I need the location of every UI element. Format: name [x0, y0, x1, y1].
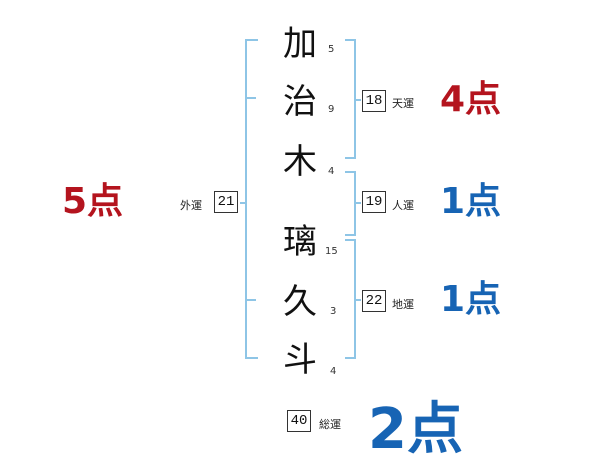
tenkaku-bracket — [345, 39, 356, 159]
name-char-2: 治 — [283, 82, 317, 122]
gaikaku-label: 外運 — [180, 199, 202, 212]
gaikaku-value-box: 21 — [214, 191, 238, 213]
name-char-1: 加 — [283, 24, 317, 64]
soukaku-value-box: 40 — [287, 410, 311, 432]
gaikaku-score: 5点 — [62, 181, 124, 222]
stroke-count-2: 9 — [328, 104, 335, 115]
gaikaku-bracket — [245, 39, 258, 359]
chikaku-label: 地運 — [392, 298, 414, 311]
chikaku-score: 1点 — [440, 279, 502, 320]
soukaku-label: 総運 — [319, 418, 341, 431]
jinkaku-label: 人運 — [392, 199, 414, 212]
stroke-count-4: 15 — [325, 246, 338, 257]
tenkaku-score: 4点 — [440, 79, 502, 120]
jinkaku-value-box: 19 — [362, 191, 386, 213]
name-char-3: 木 — [283, 142, 317, 182]
jinkaku-score: 1点 — [440, 181, 502, 222]
tenkaku-value-box: 18 — [362, 90, 386, 112]
tenkaku-label: 天運 — [392, 97, 414, 110]
name-char-5: 久 — [283, 282, 317, 322]
chikaku-bracket — [345, 239, 356, 359]
stroke-count-3: 4 — [328, 166, 335, 177]
chikaku-value-box: 22 — [362, 290, 386, 312]
name-char-6: 斗 — [283, 340, 317, 380]
jinkaku-bracket — [345, 171, 356, 236]
stroke-count-5: 3 — [330, 306, 337, 317]
soukaku-score: 2点 — [368, 397, 463, 462]
stroke-count-1: 5 — [328, 44, 335, 55]
name-char-4: 璃 — [283, 222, 317, 262]
stroke-count-6: 4 — [330, 366, 337, 377]
